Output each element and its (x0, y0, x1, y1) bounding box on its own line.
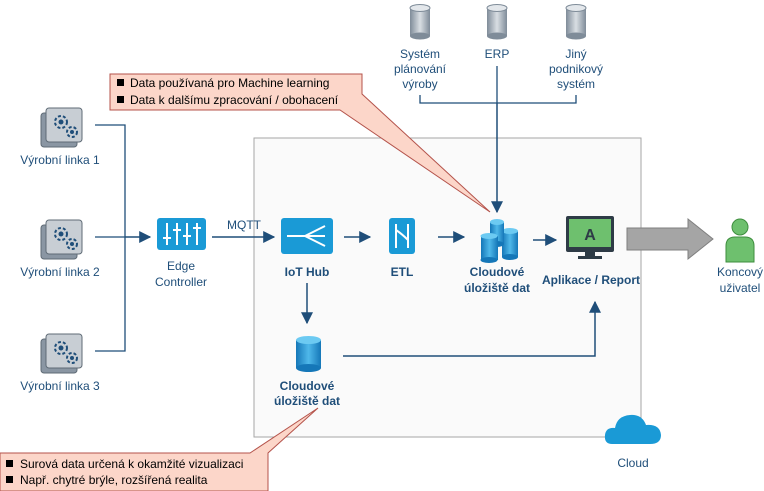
system-other-line1: Jiný (565, 47, 586, 61)
edge-controller-icon (157, 218, 206, 250)
callout-ml-item-2: Data k dalšímu zpracování / obohacení (130, 93, 339, 107)
machine-icon (40, 107, 83, 148)
svg-text:A: A (584, 227, 596, 244)
system-erp: ERP (485, 4, 510, 61)
system-planning-line3: výroby (402, 77, 437, 91)
iot-hub: IoT Hub (281, 218, 333, 279)
cloud-label: Cloud (617, 456, 648, 470)
cloud-storage-raw: Cloudové úložiště dat (274, 336, 340, 408)
app-label: Aplikace / Report (542, 273, 640, 287)
system-other: Jiný podnikový systém (549, 4, 603, 91)
production-line-1: Výrobní linka 1 (20, 107, 100, 167)
system-other-line2: podnikový (549, 62, 603, 76)
arrow-raw-to-app (343, 300, 601, 357)
arrow-to-user (626, 217, 714, 261)
cloud-storage-raw-line2: úložiště dat (274, 394, 340, 408)
bullet-icon (117, 96, 124, 103)
edge-controller: Edge Controller (155, 218, 207, 289)
production-line-2: Výrobní linka 2 (20, 219, 100, 279)
user-label-line1: Koncový (717, 265, 763, 279)
system-planning-line1: Systém (400, 47, 440, 61)
database-icon (409, 4, 431, 40)
cloud-marker: Cloud (604, 414, 661, 470)
database-icon (565, 4, 587, 40)
cloud-boundary (253, 137, 642, 438)
machine-icon (40, 333, 83, 374)
cloud-storage-main-line1: Cloudové (470, 265, 525, 279)
callout-visualization: Surová data určená k okamžité vizualizac… (0, 407, 319, 491)
cloud-storage-raw-line1: Cloudové (280, 379, 335, 393)
system-other-line3: systém (557, 77, 595, 91)
database-icon (296, 336, 321, 372)
callout-ml: Data používaná pro Machine learning Data… (109, 73, 491, 213)
end-user: Koncový uživatel (717, 218, 763, 295)
database-icon (486, 4, 508, 40)
production-line-1-label: Výrobní linka 1 (20, 153, 100, 167)
production-line-3-label: Výrobní linka 3 (20, 379, 100, 393)
etl-icon (389, 218, 415, 254)
production-line-2-label: Výrobní linka 2 (20, 265, 100, 279)
callout-vis-item-2: Např. chytré brýle, rozšířená realita (20, 473, 208, 487)
user-icon (725, 218, 755, 263)
etl-label: ETL (391, 265, 414, 279)
enterprise-connector (419, 66, 577, 104)
user-label-line2: uživatel (720, 281, 761, 295)
edge-label-line2: Controller (155, 275, 207, 289)
callout-vis-item-1: Surová data určená k okamžité vizualizac… (20, 457, 243, 471)
lines-connector (95, 124, 126, 352)
monitor-icon: A (566, 216, 614, 259)
app-report: A Aplikace / Report (542, 216, 640, 287)
etl: ETL (389, 218, 415, 279)
mqtt-label: MQTT (227, 218, 262, 232)
system-planning-line2: plánování (394, 62, 447, 76)
iothub-label: IoT Hub (285, 265, 330, 279)
cloud-storage-main-line2: úložiště dat (464, 281, 530, 295)
edge-label-line1: Edge (167, 259, 195, 273)
enterprise-systems: Systém plánování výroby ERP Jiný podniko… (394, 4, 603, 91)
machine-icon (40, 219, 83, 260)
cloud-icon (604, 414, 661, 444)
callout-ml-item-1: Data používaná pro Machine learning (130, 76, 329, 90)
cloud-storage-main: Cloudové úložiště dat (464, 219, 530, 295)
system-planning: Systém plánování výroby (394, 4, 447, 91)
database-stack-icon (480, 219, 518, 263)
system-erp-label: ERP (485, 47, 510, 61)
bullet-icon (6, 460, 13, 467)
bullet-icon (6, 476, 13, 483)
production-line-3: Výrobní linka 3 (20, 333, 100, 393)
bullet-icon (117, 79, 124, 86)
